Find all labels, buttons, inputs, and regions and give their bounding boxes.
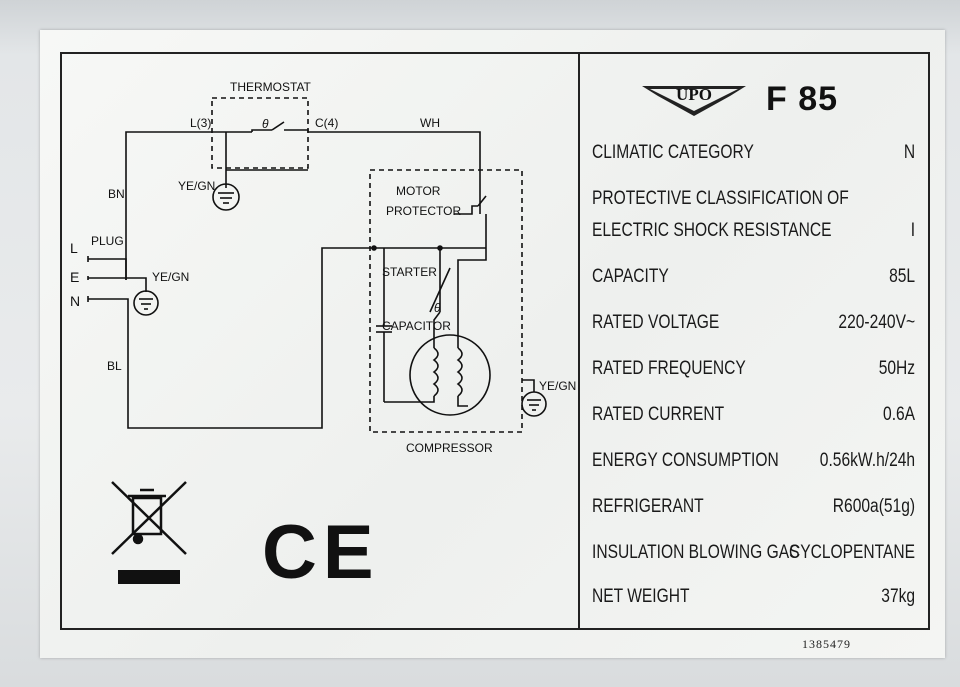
thermostat-box <box>211 97 309 169</box>
serial-number: 1385479 <box>802 637 851 651</box>
wire-wh <box>284 129 481 196</box>
theta-thermostat-text: θ <box>262 117 269 131</box>
spec-label: RATED FREQUENCY <box>592 358 746 379</box>
weee-bar <box>118 570 180 584</box>
bn-text: BN <box>108 187 125 201</box>
compressor-motor <box>409 334 491 416</box>
spec-label: ELECTRIC SHOCK RESISTANCE <box>592 220 832 241</box>
l3-text: L(3) <box>190 116 211 130</box>
spec-label: PROTECTIVE CLASSIFICATION OF <box>592 188 849 209</box>
spec-value: R600a(51g) <box>832 496 916 517</box>
l-text: L <box>70 240 78 256</box>
starter-ptc <box>429 267 451 313</box>
theta-starter-text: θ <box>434 301 441 315</box>
wire-bl <box>88 247 374 429</box>
spec-value: N <box>903 142 916 163</box>
spec-value: 37kg <box>881 586 916 607</box>
spec-label: INSULATION BLOWING GAS <box>592 542 800 563</box>
compressor-ground <box>521 391 547 417</box>
starter-text: STARTER <box>382 265 437 279</box>
plug-ground <box>133 290 159 316</box>
plug-E-wire <box>88 277 147 292</box>
spec-label: CAPACITY <box>592 266 669 287</box>
spec-label: ENERGY CONSUMPTION <box>592 450 779 471</box>
spec-value: 50Hz <box>878 358 916 379</box>
spec-value: 220-240V~ <box>838 312 916 333</box>
spec-label: CLIMATIC CATEGORY <box>592 142 754 163</box>
spec-value: 0.6A <box>883 404 916 425</box>
capacitor-text: CAPACITOR <box>382 319 451 333</box>
brand-logo-text: UPO <box>676 85 712 104</box>
protector-text: PROTECTOR <box>386 204 461 218</box>
thermostat-switch <box>271 121 285 131</box>
thermostat-text: THERMOSTAT <box>230 80 312 94</box>
spec-label: RATED VOLTAGE <box>592 312 720 333</box>
weee-bin-icon <box>111 481 187 555</box>
bl-text: BL <box>107 359 122 373</box>
compressor-box <box>369 169 523 433</box>
spec-label: RATED CURRENT <box>592 404 725 425</box>
label-divider <box>578 52 580 630</box>
plug-L-wire <box>88 258 127 280</box>
spec-value: 85L <box>889 266 916 287</box>
model-number: F 85 <box>766 80 839 118</box>
motor-text: MOTOR <box>396 184 441 198</box>
yegn-right-text: YE/GN <box>539 379 576 393</box>
spec-label: NET WEIGHT <box>592 586 690 607</box>
upo-logo: UPO <box>642 85 746 116</box>
wire-bn <box>125 131 252 280</box>
rating-label: THERMOSTAT L(3) C(4) WH BN YE/GN PLUG L … <box>40 30 945 658</box>
yegn-plug-text: YE/GN <box>152 270 189 284</box>
c4-text: C(4) <box>315 116 338 130</box>
spec-value: I <box>910 220 916 241</box>
spec-value: 0.56kW.h/24h <box>819 450 916 471</box>
compressor-text: COMPRESSOR <box>406 441 493 455</box>
spec-value: CYCLOPENTANE <box>788 542 916 563</box>
ce-mark: CE <box>262 510 380 595</box>
n-text: N <box>70 293 80 309</box>
yegn-top-text: YE/GN <box>178 179 215 193</box>
spec-label: REFRIGERANT <box>592 496 704 517</box>
label-frame <box>60 52 930 630</box>
e-text: E <box>70 269 79 285</box>
wiring-diagram: THERMOSTAT L(3) C(4) WH BN YE/GN PLUG L … <box>70 80 576 595</box>
wh-text: WH <box>420 116 440 130</box>
plug-text: PLUG <box>91 234 124 248</box>
